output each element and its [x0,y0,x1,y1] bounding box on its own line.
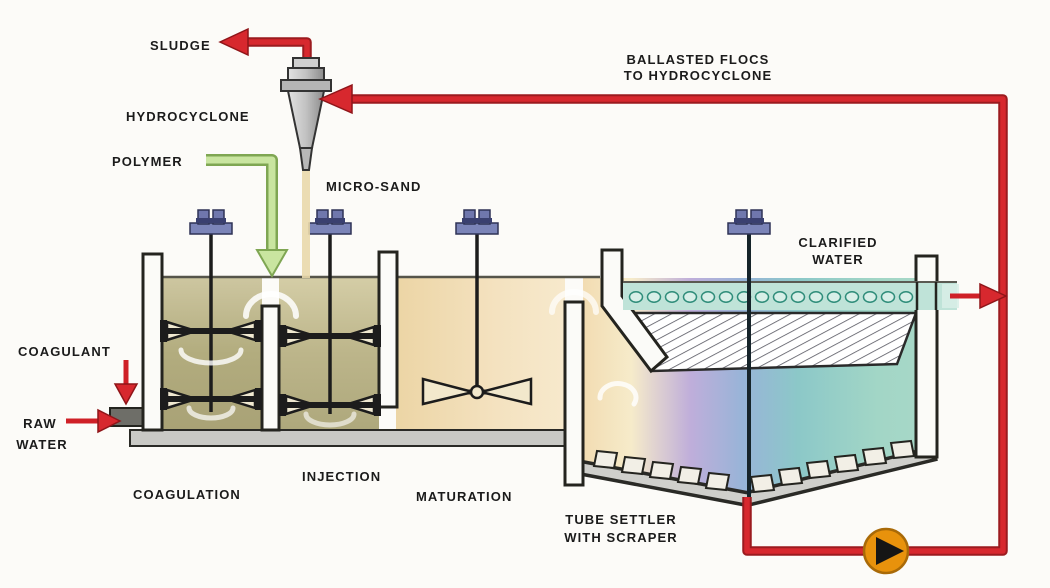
injection-mixer [277,209,383,418]
mixing-swirl [178,347,244,366]
maturation-water [396,278,565,430]
hydrocyclone-top [292,57,320,69]
scraper-blade [777,466,804,487]
trough-orifices [628,291,914,303]
trough-orifice [664,291,680,303]
clarified-arrowhead [979,282,1008,310]
coagulation-label: COAGULATION [133,487,241,502]
scraper-blade [833,453,860,474]
mixing-swirl [303,411,357,428]
hydrocyclone-label: HYDROCYCLONE [126,109,250,124]
trough-orifice [646,291,662,303]
maturation-mixer [421,209,533,406]
micro-sand-label: MICRO-SAND [326,179,422,194]
inlet-swirl [597,381,639,407]
tube-settler [575,248,959,507]
hydrocyclone-tip [298,147,314,171]
clarified-water-arrow [950,282,1008,310]
trough-orifice [808,291,824,303]
overflow-swirl [243,291,299,319]
labels: SLUDGE HYDROCYCLONE POLYMER MICRO-SAND B… [16,38,877,545]
trough-orifice [898,291,914,303]
micro-sand-stream [302,168,310,278]
raw-water-label-line2: WATER [16,437,67,452]
clarified-water-label-line2: WATER [812,252,863,267]
scraper-motor [727,209,771,235]
hydrocyclone-flange [280,79,332,92]
trough-orifice [790,291,806,303]
scraper-blade [648,460,675,481]
polymer-arrowhead [255,249,289,279]
trough-orifice [826,291,842,303]
hydrocyclone-cone [286,90,326,149]
trough-orifice [862,291,878,303]
trough-orifice [718,291,734,303]
flow-swirls [178,289,639,428]
hydrocyclone [218,27,332,171]
trough-orifice [754,291,770,303]
injection-baffle [377,250,399,409]
mixer-motor [455,209,499,235]
tank-left-wall [141,252,164,432]
coagulation-mixer [158,209,264,412]
trough-orifice [772,291,788,303]
recirculation-arrow [318,83,353,115]
sludge-label: SLUDGE [150,38,211,53]
tube-settler-label-line1: TUBE SETTLER [565,512,676,527]
scraper-blade [805,459,832,480]
scraper-blade [889,439,916,460]
maturation-outlet-wall [563,300,585,487]
pump-triangle-icon [876,537,904,565]
raw-water-arrow [66,408,122,434]
trough-orifice [628,291,644,303]
trough-orifice [682,291,698,303]
scraper-drive [727,209,771,497]
ballasted-flocs-label-line2: TO HYDROCYCLONE [624,68,772,83]
settler-inlet-baffle [600,248,670,374]
injection-label: INJECTION [302,469,381,484]
hydrocyclone-neck [287,67,325,81]
lamella-tube-modules [628,311,918,373]
scraper-blade [592,449,619,470]
coagulant-label: COAGULANT [18,344,111,359]
tube-settler-label-line2: WITH SCRAPER [564,530,678,545]
trough-orifice [880,291,896,303]
scraper-blade [704,471,731,492]
clarified-water-label-line1: CLARIFIED [798,235,877,250]
raw-water-label-line1: RAW [23,416,57,431]
polymer-label: POLYMER [112,154,183,169]
raw-water-arrowhead [97,408,122,434]
maturation-label: MATURATION [416,489,512,504]
trough-orifice [844,291,860,303]
sludge-arrow [218,27,249,57]
scraper-blades [592,439,916,494]
recirculation-pump [862,527,910,575]
scraper-blade [676,465,703,486]
mixer-motor [308,209,352,235]
mixer-motor [189,209,233,235]
polymer-feed-arrow [206,154,289,279]
scraper-blade [749,473,776,494]
mixing-swirl [186,405,236,421]
scraper-blade [861,446,888,467]
tank-floor [129,429,584,447]
coagulation-baffle [260,304,281,432]
scraper-blade [620,455,647,476]
trough-orifice [700,291,716,303]
overflow-swirl [549,289,599,315]
coagulant-arrowhead [113,383,139,406]
ballasted-floc-recirculation-line [318,83,1008,556]
coagulant-arrow [113,360,139,406]
ballasted-flocs-label-line1: BALLASTED FLOCS [627,52,770,67]
